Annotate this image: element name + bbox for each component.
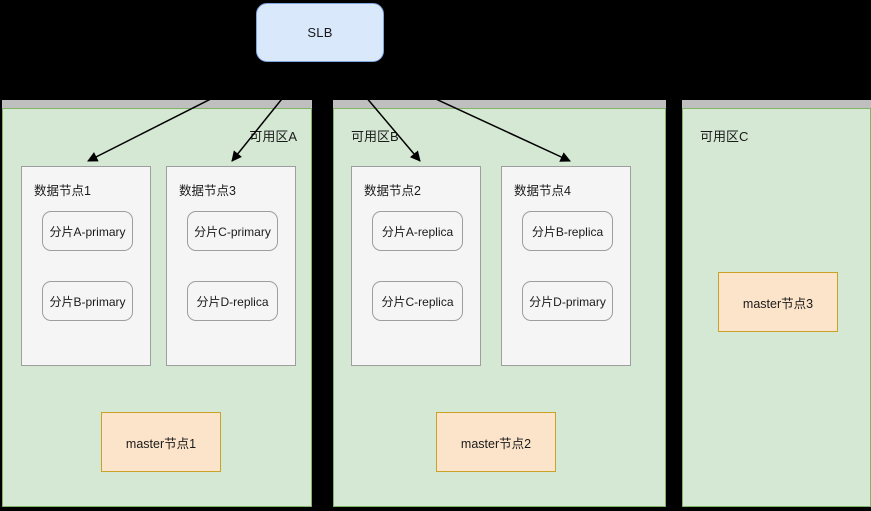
shard-c-replica[interactable]: 分片C-replica (372, 281, 463, 321)
zone-c-title: 可用区C (700, 129, 749, 144)
zone-b-title: 可用区B (351, 129, 399, 144)
shard-a-replica[interactable]: 分片A-replica (372, 211, 463, 251)
data-node-4[interactable]: 数据节点4 分片B-replica 分片D-primary (501, 166, 631, 366)
data-node-1[interactable]: 数据节点1 分片A-primary 分片B-primary (21, 166, 151, 366)
master-node-2[interactable]: master节点2 (436, 412, 556, 472)
data-node-2-title: 数据节点2 (364, 184, 421, 198)
shard-d-primary[interactable]: 分片D-primary (522, 281, 613, 321)
slb-label: SLB (307, 25, 333, 40)
shard-c-primary[interactable]: 分片C-primary (187, 211, 278, 251)
master-node-1[interactable]: master节点1 (101, 412, 221, 472)
shard-b-primary[interactable]: 分片B-primary (42, 281, 133, 321)
zone-c-shadow (682, 100, 871, 109)
data-node-2[interactable]: 数据节点2 分片A-replica 分片C-replica (351, 166, 481, 366)
availability-zone-a[interactable]: 可用区A 数据节点1 分片A-primary 分片B-primary 数据节点3… (2, 108, 312, 507)
shard-d-replica[interactable]: 分片D-replica (187, 281, 278, 321)
data-node-3-title: 数据节点3 (179, 184, 236, 198)
slb-node[interactable]: SLB (256, 3, 384, 62)
shard-b-replica[interactable]: 分片B-replica (522, 211, 613, 251)
availability-zone-b[interactable]: 可用区B 数据节点2 分片A-replica 分片C-replica 数据节点4… (333, 108, 666, 507)
availability-zone-c[interactable]: 可用区C master节点3 (682, 108, 871, 507)
shard-a-primary[interactable]: 分片A-primary (42, 211, 133, 251)
data-node-4-title: 数据节点4 (514, 184, 571, 198)
data-node-1-title: 数据节点1 (34, 184, 91, 198)
data-node-3[interactable]: 数据节点3 分片C-primary 分片D-replica (166, 166, 296, 366)
zone-a-title: 可用区A (249, 129, 297, 144)
master-node-3[interactable]: master节点3 (718, 272, 838, 332)
